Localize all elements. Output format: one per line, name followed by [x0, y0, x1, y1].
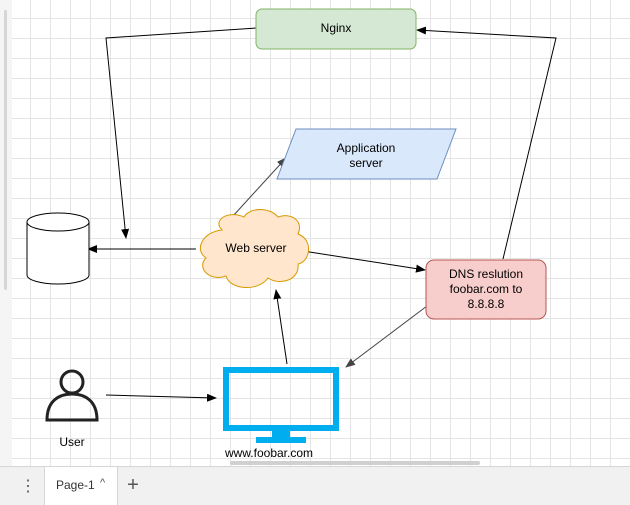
application-server-label-line-1: Application [336, 141, 396, 155]
edge-user-to-monitor [105, 393, 217, 402]
user-label: User [59, 435, 85, 449]
left-scroll-thumb[interactable] [4, 10, 7, 290]
plus-icon[interactable]: + [127, 474, 139, 496]
dns-box[interactable] [425, 259, 547, 320]
tab-page-1[interactable]: Page-1 ^ [44, 467, 118, 505]
monitor-label: www.foobar.com [224, 446, 314, 460]
page-footer: ⋮ Page-1 ^ + [0, 466, 630, 505]
web-server-cloud[interactable] [200, 209, 309, 288]
edge-monitor-to-webserver [273, 289, 288, 365]
dns-label-line-3: 8.8.8.8 [467, 297, 505, 311]
dns-label-line-2: foobar.com to [449, 282, 523, 296]
tab-page-1-label: Page-1 [56, 478, 95, 492]
application-server-label: Application server [286, 141, 446, 171]
diagram-svg [26, 8, 557, 443]
web-server-label: Web server [225, 241, 287, 255]
edge-webserver-to-dns [302, 250, 426, 273]
edge-webserver-to-appserver [232, 157, 287, 217]
vertical-ellipsis-icon[interactable]: ⋮ [20, 478, 36, 495]
application-server-label-line-2: server [349, 156, 383, 170]
database-icon[interactable] [26, 212, 90, 285]
application-server-shape[interactable] [276, 128, 457, 180]
user-icon[interactable] [45, 369, 99, 422]
edge-nginx-to-database [105, 27, 257, 239]
caret-up-icon[interactable]: ^ [100, 477, 106, 489]
dns-label: DNS reslution foobar.com to 8.8.8.8 [426, 267, 546, 312]
dns-label-line-1: DNS reslution [448, 267, 524, 281]
diagram-canvas[interactable] [12, 0, 630, 466]
horizontal-scrollbar[interactable] [230, 461, 480, 465]
edge-dns-to-monitor [345, 305, 428, 368]
edge-dns-to-nginx [416, 26, 557, 260]
monitor-icon[interactable] [223, 367, 339, 443]
nginx-box[interactable] [255, 8, 417, 50]
nginx-label: Nginx [320, 21, 352, 35]
